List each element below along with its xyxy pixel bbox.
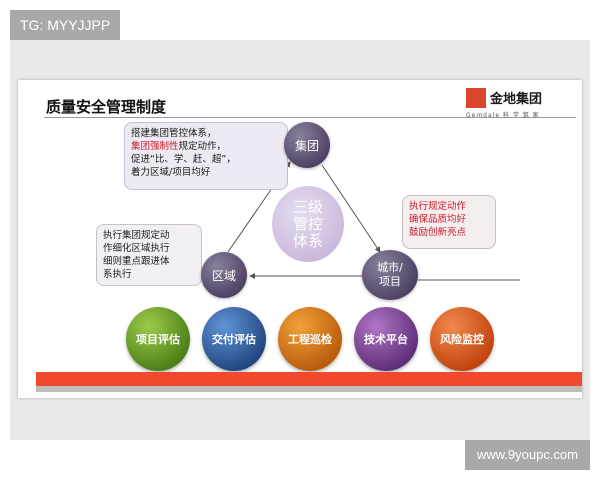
tool-ball-delivery-assessment: 交付评估 [202,307,266,371]
callout-city-line: 执行规定动作 [409,201,467,212]
tool-ball-label: 技术平台 [364,333,408,346]
center-system-circle: 三级 管控 体系 [272,186,344,262]
tool-ball-project-assessment: 项目评估 [126,307,190,371]
tool-ball-label: 项目评估 [136,333,180,346]
node-city-label: 项目 [379,275,401,288]
callout-group-line: 搭建集团管控体系， [131,128,217,139]
callout-region-line: 作细化区域执行 [103,243,170,254]
footer-gray-bar [36,386,582,392]
watermark-top: TG: MYYJJPP [10,10,121,40]
logo-icon [466,88,486,108]
center-label: 三级 [292,197,323,216]
tool-ball-engineering-inspection: 工程巡检 [278,307,342,371]
node-region: 区域 [201,252,247,298]
callout-region-line: 执行集团规定动 [103,230,170,241]
callout-group-line: 集团强制性规定动作， [131,140,281,153]
node-group-label: 集团 [294,138,319,153]
callout-group-text: 规定动作， [178,141,227,152]
callout-group-line: 促进“比、学、赶、超”， [131,154,236,165]
callout-group-highlight: 集团强制性 [131,141,179,152]
callout-region-line: 系执行 [103,269,132,280]
tool-ball-tech-platform: 技术平台 [354,307,418,371]
center-label: 管控 [292,214,323,233]
node-region-label: 区域 [211,268,236,283]
callout-group-line: 着力区域/项目均好 [131,167,211,178]
callout-region-line: 细则重点跟进体 [103,256,170,267]
logo-tagline: Gemdale 科 学 筑 家 [466,112,540,119]
tool-ball-label: 工程巡检 [288,333,332,346]
arrow-group-to-city [321,164,381,253]
callout-city: 执行规定动作 确保品质均好 鼓励创新亮点 [402,195,496,249]
node-city-label: 城市/ [377,261,403,274]
node-group: 集团 [284,122,330,168]
callout-region: 执行集团规定动 作细化区域执行 细则重点跟进体 系执行 [96,224,202,286]
title-divider [44,117,576,118]
tool-ball-label: 交付评估 [212,333,256,346]
callout-city-line: 确保品质均好 [409,214,467,225]
callout-city-line: 鼓励创新亮点 [409,227,467,238]
node-city: 城市/ 项目 [362,250,418,300]
logo-name: 金地集团 [490,92,543,107]
slide-title: 质量安全管理制度 [46,98,167,116]
tool-ball-risk-monitoring: 风险监控 [430,307,494,371]
watermark-bottom: www.9youpc.com [464,440,590,470]
tool-ball-label: 风险监控 [440,333,484,346]
footer-red-bar [36,372,582,386]
center-label: 体系 [292,231,323,250]
callout-group: 搭建集团管控体系， 集团强制性规定动作， 促进“比、学、赶、超”， 着力区域/项… [124,122,288,190]
